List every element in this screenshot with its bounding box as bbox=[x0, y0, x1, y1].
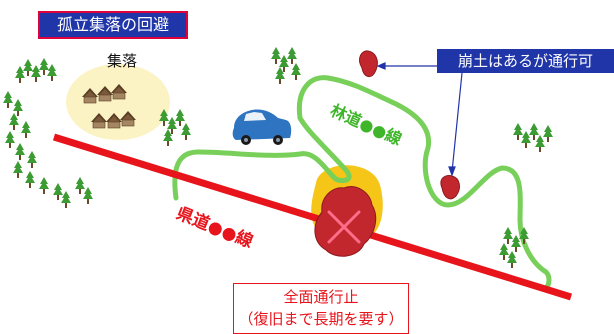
landslide-icon bbox=[440, 175, 460, 200]
landslide-icon bbox=[359, 50, 378, 77]
tree-icon bbox=[513, 123, 523, 140]
tree-icon bbox=[31, 65, 41, 82]
forest-road-line bbox=[172, 75, 552, 291]
tree-icon bbox=[15, 143, 25, 160]
diagram-title: 孤立集落の回避 bbox=[38, 11, 188, 39]
tree-icon bbox=[499, 243, 509, 260]
tree-icon bbox=[47, 64, 57, 81]
tree-icon bbox=[39, 58, 49, 75]
tree-icon bbox=[13, 99, 23, 116]
tree-icon bbox=[5, 131, 15, 148]
tree-icon bbox=[511, 235, 521, 252]
tree-icon bbox=[503, 227, 513, 244]
closure-line-1: 全面通行止 bbox=[283, 288, 359, 306]
car-icon bbox=[232, 109, 292, 145]
prefectural-road-line bbox=[52, 133, 573, 301]
passable-landslide-callout: 崩土はあるが通行可 bbox=[437, 49, 614, 73]
tree-icon bbox=[39, 177, 49, 194]
tree-icon bbox=[23, 59, 33, 76]
tree-icon bbox=[21, 121, 31, 138]
tree-icon bbox=[13, 161, 23, 178]
tree-icon bbox=[83, 187, 93, 204]
tree-icon bbox=[53, 183, 63, 200]
callout-arrows bbox=[376, 62, 463, 177]
tree-icon bbox=[287, 47, 297, 64]
tree-icon bbox=[521, 131, 531, 148]
tree-icon bbox=[75, 177, 85, 194]
tree-icon bbox=[15, 66, 25, 83]
village-area bbox=[66, 64, 170, 140]
closure-line-2: （復旧まで長期を要す） bbox=[238, 310, 404, 328]
tree-icon bbox=[3, 91, 13, 108]
tree-icon bbox=[507, 251, 517, 268]
village-label: 集落 bbox=[106, 52, 137, 70]
tree-icon bbox=[543, 125, 553, 142]
tree-icon bbox=[25, 171, 35, 188]
tree-icon bbox=[181, 123, 191, 140]
tree-icon bbox=[61, 191, 71, 208]
tree-icon bbox=[271, 47, 281, 64]
tree-icon bbox=[175, 109, 185, 126]
tree-icon bbox=[291, 63, 301, 80]
tree-icon bbox=[27, 151, 37, 168]
x-mark-icon bbox=[327, 210, 361, 244]
tree-icon bbox=[535, 135, 545, 152]
road-closure-note: 全面通行止 （復旧まで長期を要す） bbox=[233, 283, 409, 334]
tree-icon bbox=[529, 123, 539, 140]
